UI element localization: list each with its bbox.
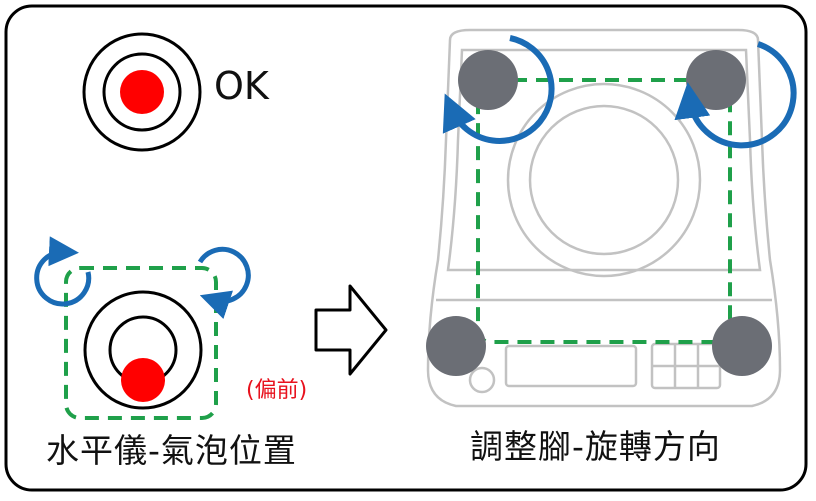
foot-rotation-arrow-left-icon: [442, 35, 555, 144]
adjustment-feet: [426, 50, 772, 376]
ok-level-indicator: [82, 32, 202, 152]
rotation-arrow-left-icon: [34, 236, 92, 307]
ok-label: OK: [214, 64, 269, 108]
centered-bubble: [120, 70, 164, 114]
foot-top-right: [686, 50, 746, 110]
foot-rotation-arrow-right-icon: [674, 41, 797, 149]
forward-bubble: [121, 358, 165, 402]
rotation-arrow-right-icon: [197, 246, 251, 319]
foot-top-left: [458, 50, 518, 110]
off-center-level-indicator: [34, 236, 251, 420]
level-caption: 水平儀-氣泡位置: [46, 431, 297, 470]
foot-bottom-right: [712, 316, 772, 376]
transition-arrow-icon: [314, 284, 388, 376]
outer-frame: [4, 4, 808, 492]
level-guide-box: [64, 266, 218, 420]
scale-guide-box: [476, 78, 732, 344]
forward-label: (偏前): [246, 378, 308, 403]
feet-caption: 調整腳-旋轉方向: [470, 427, 721, 466]
foot-bottom-left: [426, 316, 486, 376]
